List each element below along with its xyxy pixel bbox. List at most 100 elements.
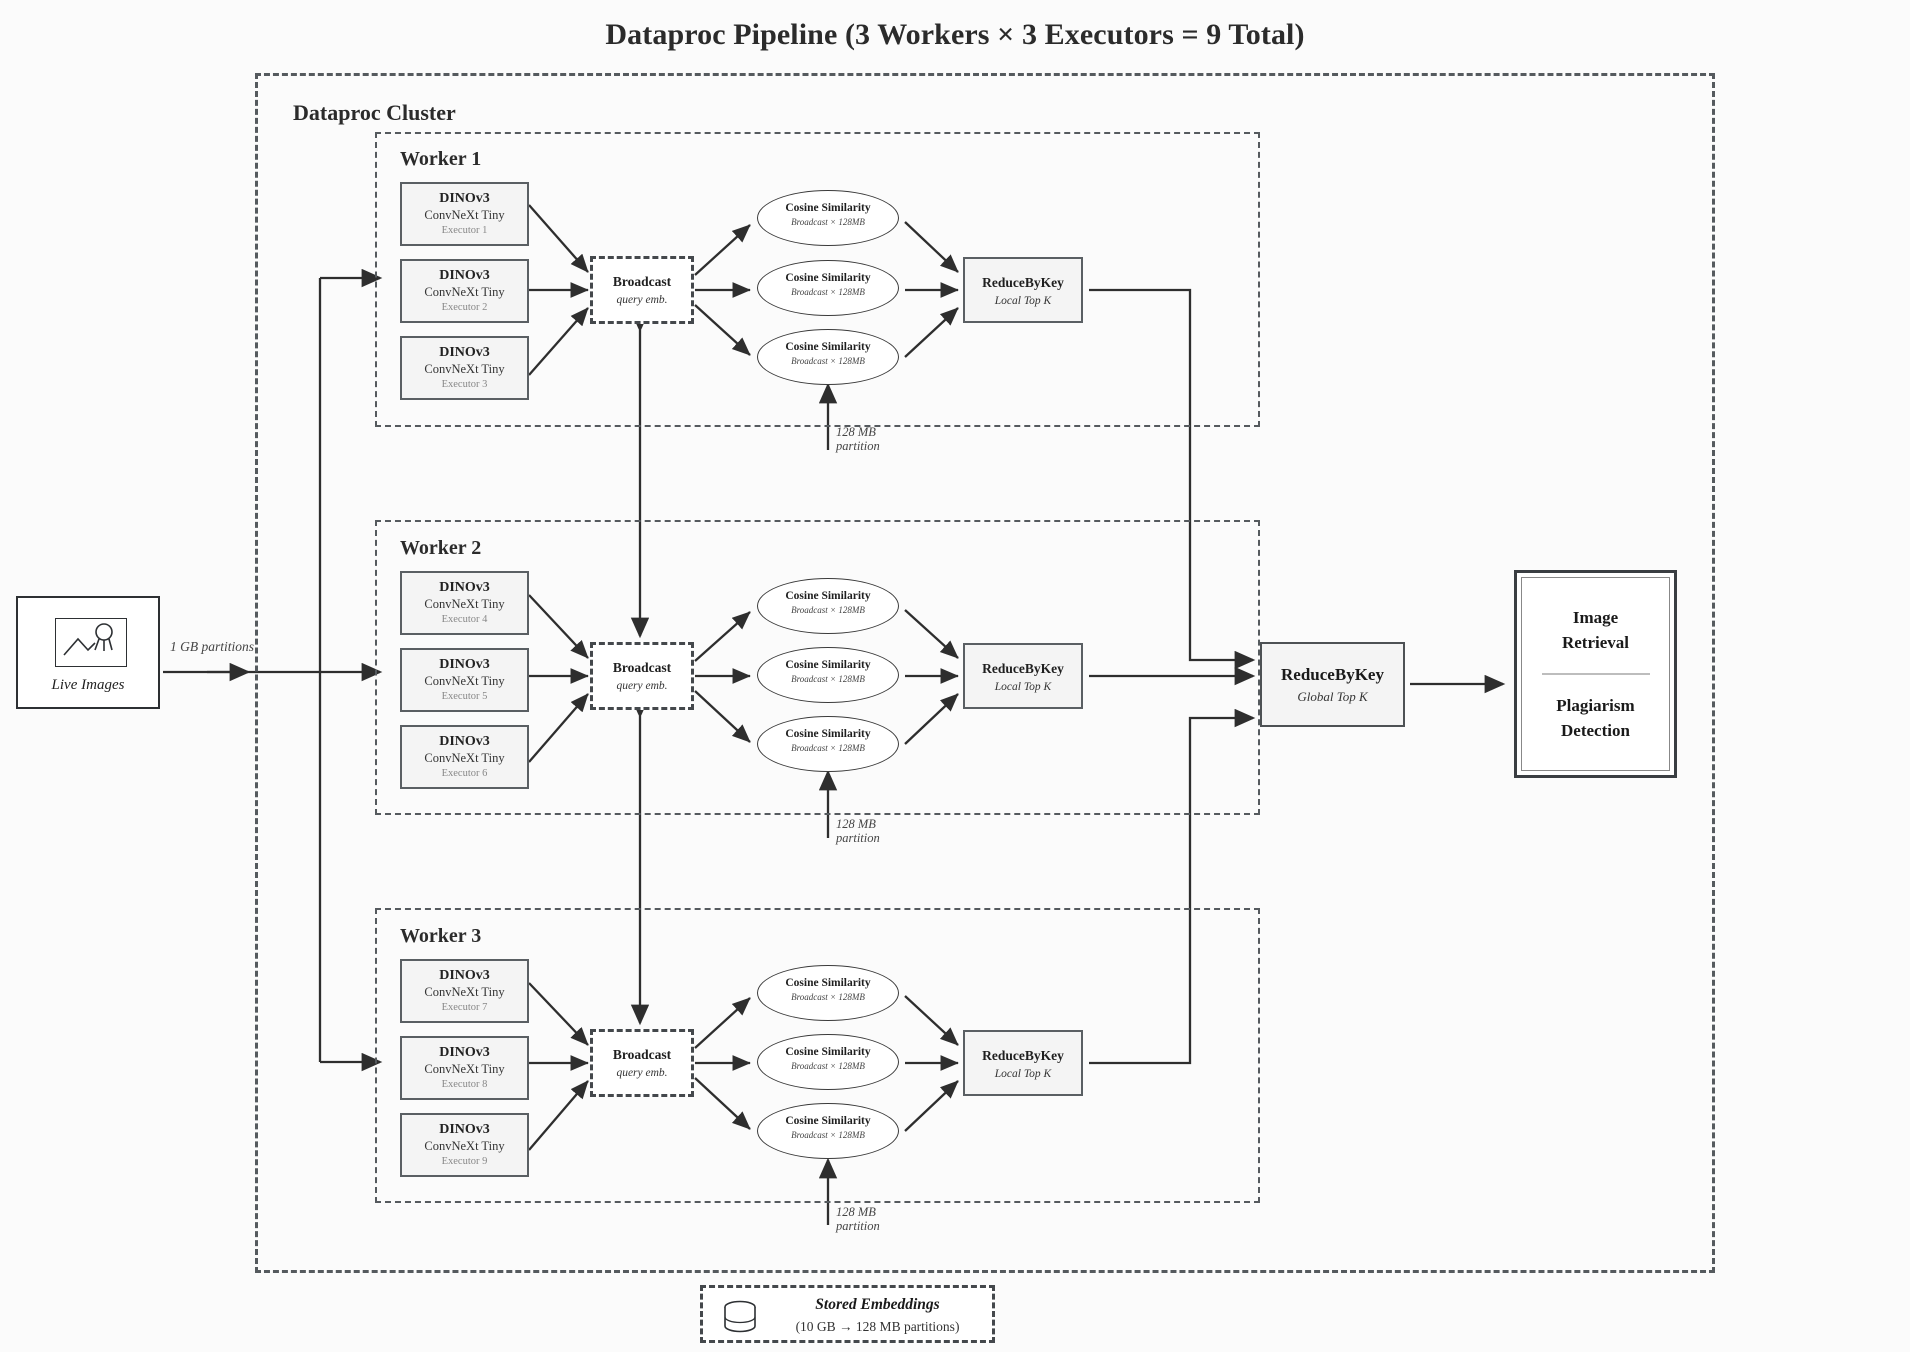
partition-label-worker-2: 128 MB partition [836,817,880,845]
worker-frame-1 [375,132,1260,427]
cosine-title: Cosine Similarity [785,1115,871,1127]
executor-box[interactable]: DINOv3 ConvNeXt Tiny Executor 3 [400,336,529,400]
cosine-subtitle: Broadcast × 128MB [791,287,865,297]
broadcast-subtitle: query emb. [616,294,668,306]
global-reduce-subtitle: Global Top K [1297,689,1368,704]
partition-word: partition [836,1219,880,1233]
image-icon [55,618,127,667]
page-title: Dataproc Pipeline (3 Workers × 3 Executo… [605,18,1305,51]
worker-frame-3 [375,908,1260,1203]
reduce-by-key-local[interactable]: ReduceByKey Local Top K [963,643,1083,709]
live-images-label: Live Images [51,677,125,693]
reduce-by-key-global[interactable]: ReduceByKey Global Top K [1260,642,1405,727]
executor-model-name: DINOv3 [439,734,490,749]
cosine-similarity-node[interactable]: Cosine Similarity Broadcast × 128MB [757,1103,899,1159]
broadcast-title: Broadcast [612,660,672,675]
broadcast-subtitle: query emb. [616,680,668,692]
executor-id: Executor 4 [441,614,488,625]
executor-box[interactable]: DINOv3 ConvNeXt Tiny Executor 1 [400,182,529,246]
stored-embeddings-subtitle: (10 GB → 128 MB partitions) [795,1319,960,1334]
output-line-3: Plagiarism [1556,695,1635,715]
executor-box[interactable]: DINOv3 ConvNeXt Tiny Executor 6 [400,725,529,789]
dataproc-cluster-frame [255,73,1715,1273]
worker-label-1: Worker 1 [400,148,482,170]
cosine-subtitle: Broadcast × 128MB [791,992,865,1002]
executor-id: Executor 8 [441,1079,488,1090]
worker-label-3: Worker 3 [400,925,482,947]
cosine-subtitle: Broadcast × 128MB [791,674,865,684]
cosine-subtitle: Broadcast × 128MB [791,605,865,615]
executor-model-name: DINOv3 [439,657,490,672]
executor-model-name: DINOv3 [439,268,490,283]
executor-box[interactable]: DINOv3 ConvNeXt Tiny Executor 7 [400,959,529,1023]
output-line-2: Retrieval [1561,633,1630,653]
executor-model-name: DINOv3 [439,968,490,983]
cosine-subtitle: Broadcast × 128MB [791,217,865,227]
executor-box[interactable]: DINOv3 ConvNeXt Tiny Executor 2 [400,259,529,323]
cosine-similarity-node[interactable]: Cosine Similarity Broadcast × 128MB [757,190,899,246]
executor-id: Executor 6 [441,768,488,779]
broadcast-box[interactable]: Broadcast query emb. [590,1029,694,1097]
cosine-title: Cosine Similarity [785,341,871,353]
partition-label-worker-1: 128 MB partition [836,425,880,453]
cosine-similarity-node[interactable]: Cosine Similarity Broadcast × 128MB [757,329,899,385]
cosine-similarity-node[interactable]: Cosine Similarity Broadcast × 128MB [757,578,899,634]
executor-box[interactable]: DINOv3 ConvNeXt Tiny Executor 5 [400,648,529,712]
cosine-title: Cosine Similarity [785,1046,871,1058]
executor-backbone: ConvNeXt Tiny [424,985,505,999]
executor-box[interactable]: DINOv3 ConvNeXt Tiny Executor 4 [400,571,529,635]
cosine-subtitle: Broadcast × 128MB [791,356,865,366]
cosine-title: Cosine Similarity [785,202,871,214]
executor-model-name: DINOv3 [439,1122,490,1137]
global-reduce-title: ReduceByKey [1281,665,1384,684]
executor-backbone: ConvNeXt Tiny [424,1139,505,1153]
executor-model-name: DINOv3 [439,345,490,360]
cosine-title: Cosine Similarity [785,728,871,740]
worker-label-2: Worker 2 [400,537,482,559]
executor-backbone: ConvNeXt Tiny [424,751,505,765]
executor-model-name: DINOv3 [439,580,490,595]
output-divider [1541,673,1650,675]
cosine-similarity-node[interactable]: Cosine Similarity Broadcast × 128MB [757,647,899,703]
cosine-subtitle: Broadcast × 128MB [791,743,865,753]
executor-model-name: DINOv3 [439,191,490,206]
output-line-4: Detection [1561,720,1630,740]
reduce-by-key-local[interactable]: ReduceByKey Local Top K [963,257,1083,323]
executor-model-name: DINOv3 [439,1045,490,1060]
worker-frame-2 [375,520,1260,815]
cosine-title: Cosine Similarity [785,659,871,671]
cosine-title: Cosine Similarity [785,590,871,602]
executor-backbone: ConvNeXt Tiny [424,362,505,376]
broadcast-subtitle: query emb. [616,1067,668,1079]
broadcast-box[interactable]: Broadcast query emb. [590,642,694,710]
stored-embeddings-title: Stored Embeddings [815,1296,940,1313]
executor-box[interactable]: DINOv3 ConvNeXt Tiny Executor 8 [400,1036,529,1100]
output-box[interactable]: Image Retrieval Plagiarism Detection [1514,570,1677,778]
reduce-by-key-local[interactable]: ReduceByKey Local Top K [963,1030,1083,1096]
executor-id: Executor 5 [441,691,488,702]
broadcast-title: Broadcast [612,274,672,289]
database-icon [721,1300,759,1334]
cosine-similarity-node[interactable]: Cosine Similarity Broadcast × 128MB [757,965,899,1021]
executor-backbone: ConvNeXt Tiny [424,674,505,688]
partition-size: 128 MB [836,1205,876,1219]
reduce-subtitle: Local Top K [994,295,1052,307]
partition-size: 128 MB [836,425,876,439]
cosine-similarity-node[interactable]: Cosine Similarity Broadcast × 128MB [757,260,899,316]
broadcast-box[interactable]: Broadcast query emb. [590,256,694,324]
reduce-subtitle: Local Top K [994,1068,1052,1080]
output-line-1: Image [1572,608,1619,628]
executor-box[interactable]: DINOv3 ConvNeXt Tiny Executor 9 [400,1113,529,1177]
stored-embeddings-box[interactable]: Stored Embeddings (10 GB → 128 MB partit… [700,1285,995,1343]
cosine-subtitle: Broadcast × 128MB [791,1061,865,1071]
broadcast-title: Broadcast [612,1047,672,1062]
live-images-box[interactable]: Live Images [16,596,160,709]
cosine-title: Cosine Similarity [785,272,871,284]
executor-backbone: ConvNeXt Tiny [424,1062,505,1076]
cosine-similarity-node[interactable]: Cosine Similarity Broadcast × 128MB [757,716,899,772]
executor-backbone: ConvNeXt Tiny [424,597,505,611]
cosine-similarity-node[interactable]: Cosine Similarity Broadcast × 128MB [757,1034,899,1090]
executor-id: Executor 1 [441,225,488,236]
output-box-inner: Image Retrieval Plagiarism Detection [1521,577,1670,771]
